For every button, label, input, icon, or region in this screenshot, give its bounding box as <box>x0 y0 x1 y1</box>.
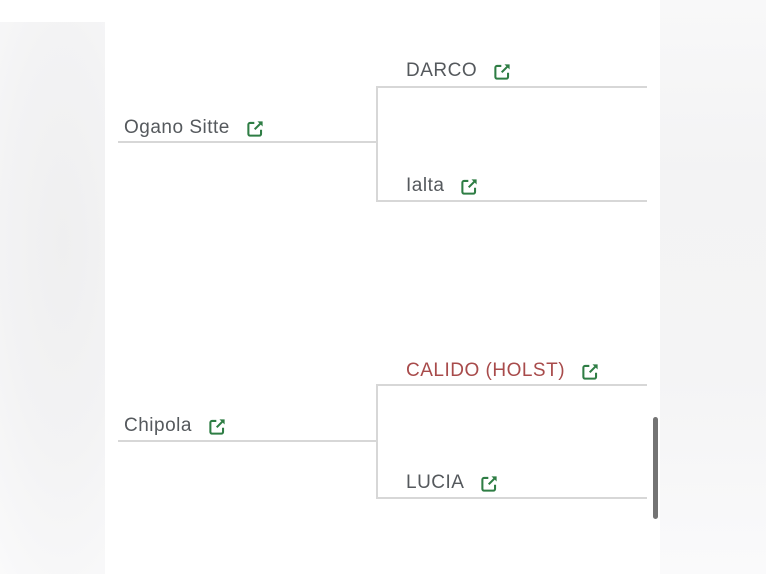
pedigree-node-label: Ogano Sitte <box>124 117 230 138</box>
pedigree-node-label: CALIDO (HOLST) <box>406 360 566 381</box>
vertical-scrollbar-thumb[interactable] <box>653 417 658 519</box>
background-band-right <box>660 0 766 574</box>
tree-line-vertical-group1 <box>376 86 378 202</box>
tree-line-dam-group2 <box>377 497 647 499</box>
pedigree-node-subject-group2[interactable]: Chipola <box>124 414 227 438</box>
pedigree-node-dam-group1[interactable]: Ialta <box>406 174 479 198</box>
pedigree-node-sire-group1[interactable]: DARCO <box>406 59 512 83</box>
tree-line-subject-group2 <box>118 440 377 442</box>
tree-line-dam-group1 <box>377 200 647 202</box>
tree-line-vertical-group2 <box>376 384 378 499</box>
pedigree-node-label: LUCIA <box>406 472 465 493</box>
pedigree-node-sire-group2[interactable]: CALIDO (HOLST) <box>406 359 600 383</box>
pedigree-node-subject-group1[interactable]: Ogano Sitte <box>124 116 265 140</box>
external-link-icon[interactable] <box>581 362 600 381</box>
external-link-icon[interactable] <box>246 119 265 138</box>
pedigree-node-label: Chipola <box>124 415 192 436</box>
pedigree-node-dam-group2[interactable]: LUCIA <box>406 471 499 495</box>
external-link-icon[interactable] <box>493 62 512 81</box>
tree-line-subject-group1 <box>118 141 377 143</box>
pedigree-node-label: Ialta <box>406 175 445 196</box>
tree-line-sire-group2 <box>377 384 647 386</box>
external-link-icon[interactable] <box>208 417 227 436</box>
external-link-icon[interactable] <box>460 177 479 196</box>
background-band-left <box>0 22 105 574</box>
external-link-icon[interactable] <box>480 474 499 493</box>
tree-line-sire-group1 <box>377 86 647 88</box>
pedigree-node-label: DARCO <box>406 60 478 81</box>
